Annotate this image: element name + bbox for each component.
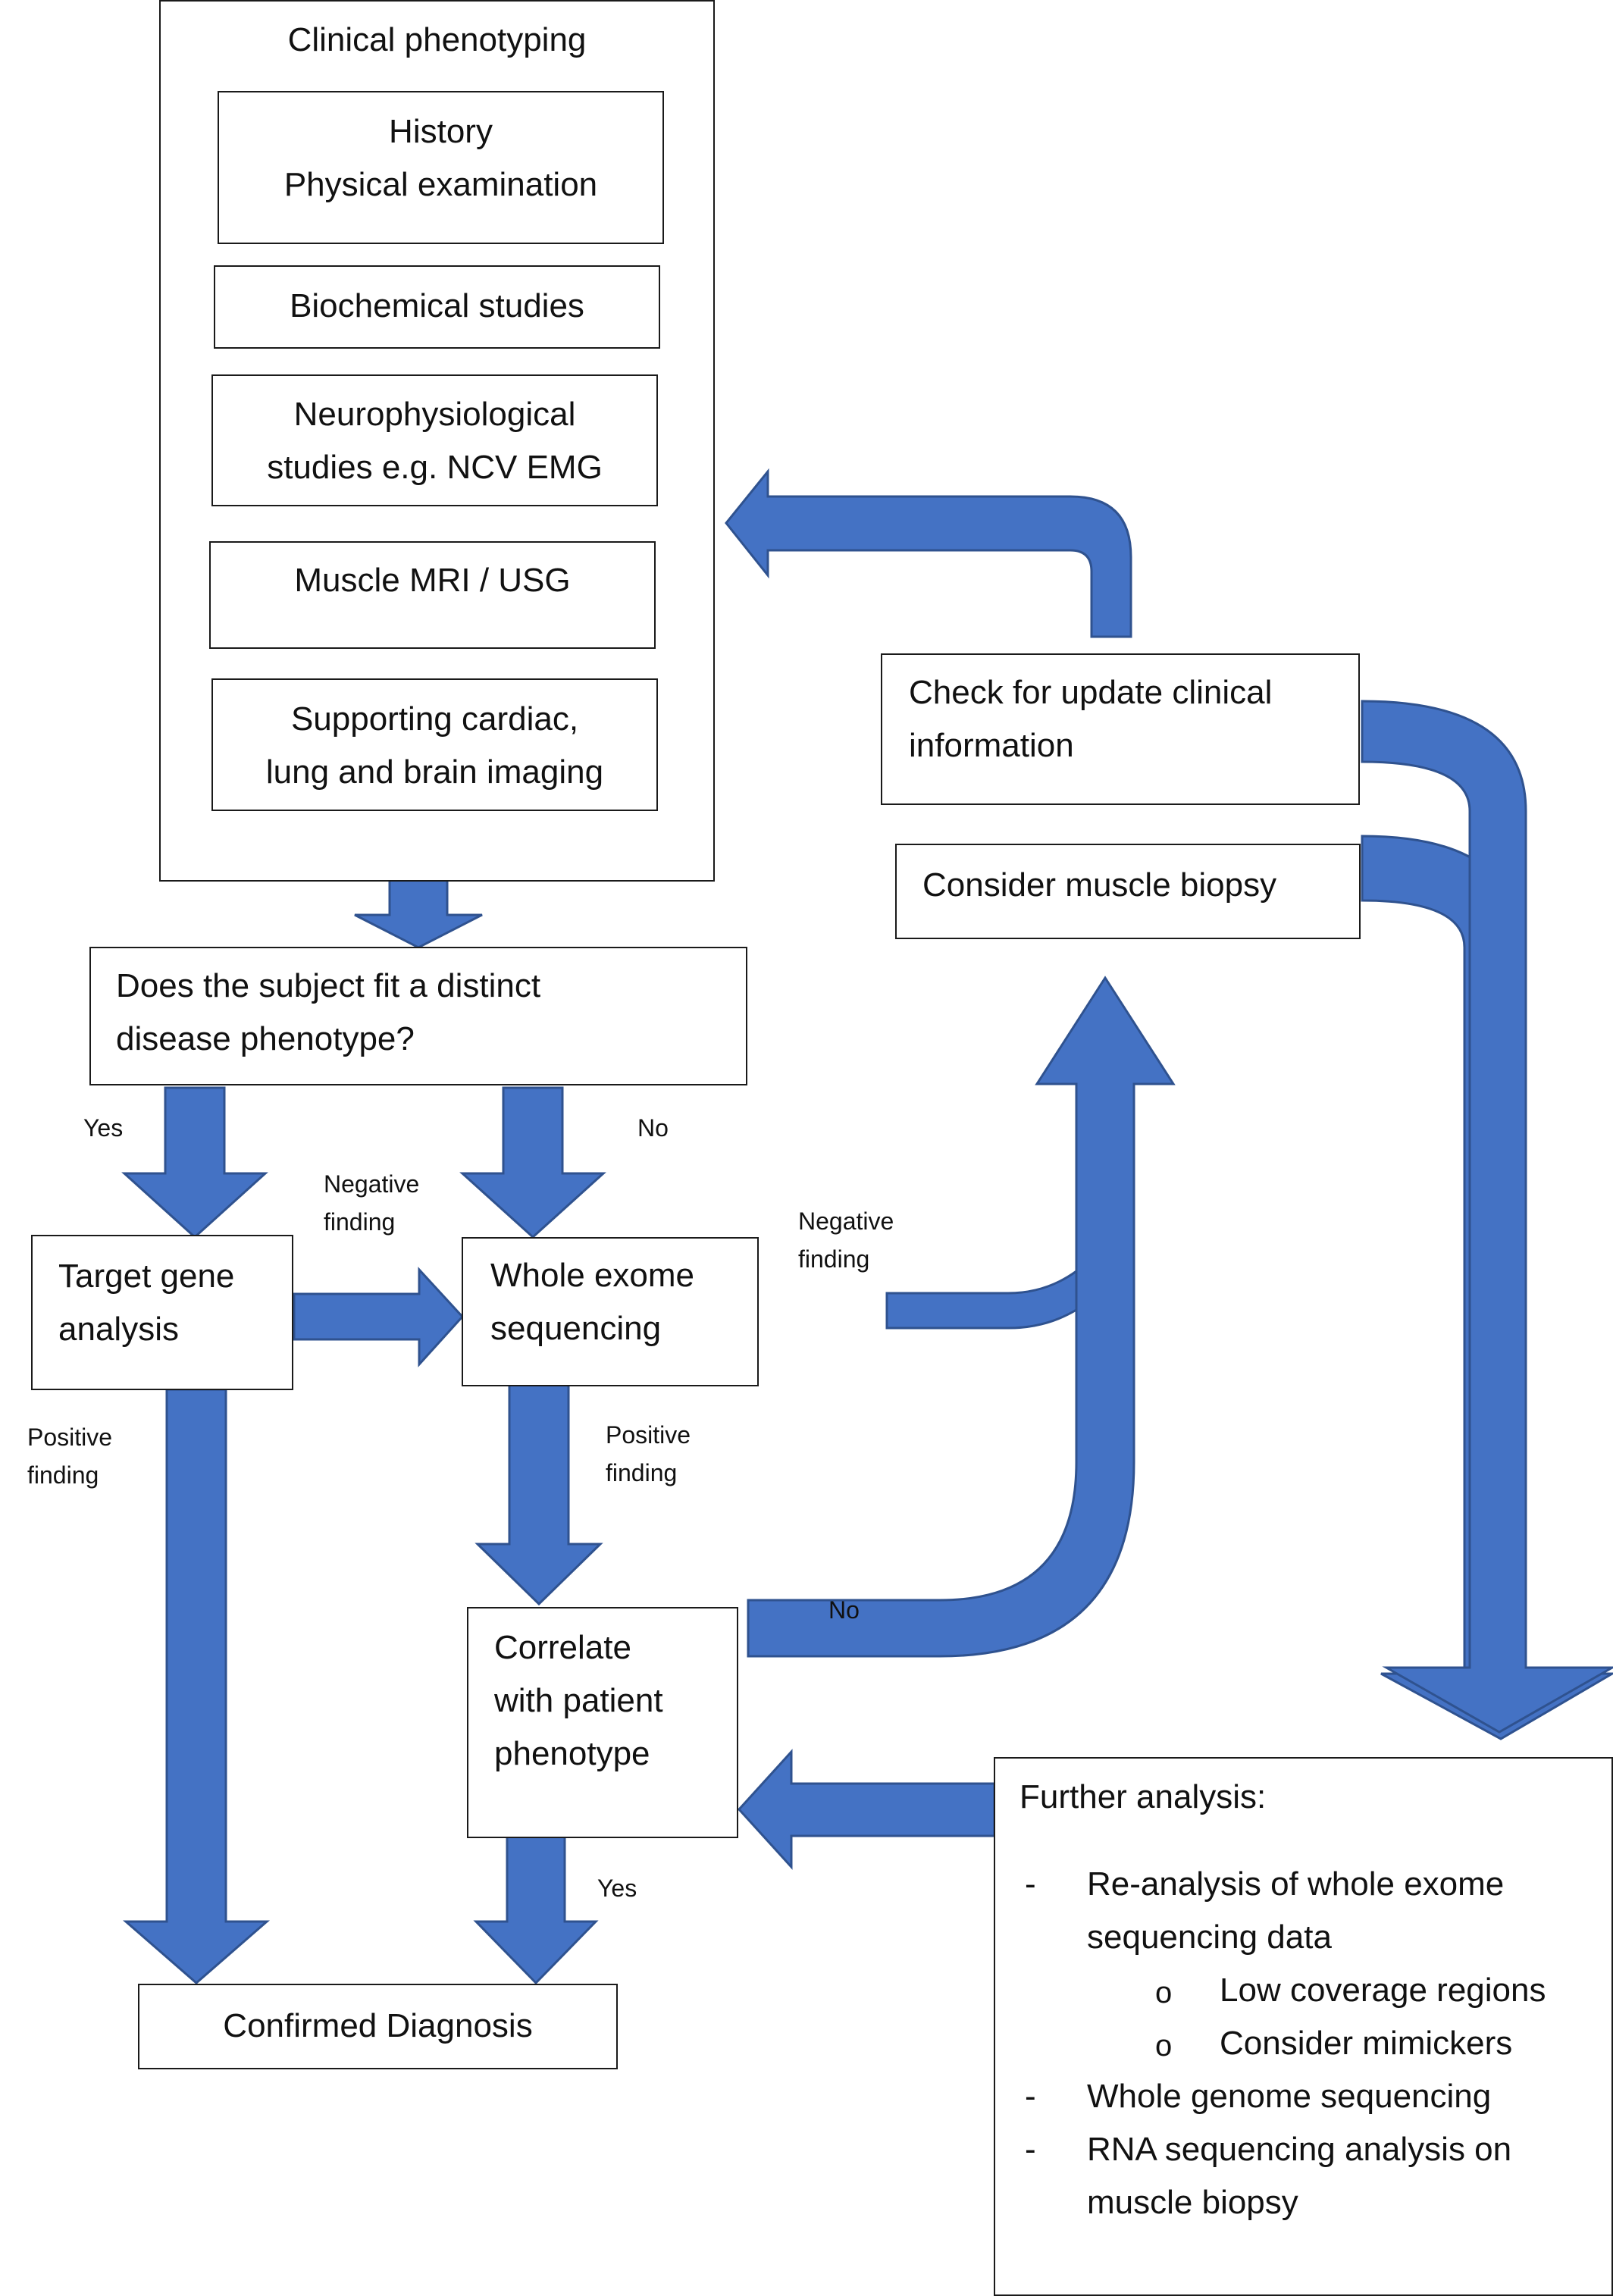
arrow-check-to-further (1361, 700, 1613, 1734)
further-dash-3: - (1025, 2131, 1036, 2168)
whole-genome-sequencing: Whole genome sequencing (1087, 2078, 1492, 2115)
positive-finding-label-target-1: Positive (27, 1424, 113, 1451)
supporting-imaging-label-1: Supporting cardiac, (290, 700, 579, 738)
arrow-wes-negative-to-biopsy (885, 1269, 1078, 1330)
phenotype-question-line-1: Does the subject fit a distinct (116, 967, 541, 1004)
reanalysis-line-2: sequencing data (1087, 1919, 1332, 1956)
physical-exam-label: Physical examination (283, 166, 598, 203)
biochemical-label: Biochemical studies (290, 287, 584, 324)
supporting-imaging-label-2: lung and brain imaging (265, 753, 604, 791)
arrow-wes-to-correlate (475, 1383, 603, 1606)
correlate-line-2: with patient (494, 1682, 663, 1719)
arrow-check-to-clinical (725, 468, 1132, 638)
no-label-question: No (637, 1114, 669, 1142)
low-coverage-regions: Low coverage regions (1220, 1972, 1546, 2009)
sub-bullet-2: o (1155, 2029, 1173, 2063)
rna-sequencing-line-1: RNA sequencing analysis on (1087, 2131, 1512, 2168)
confirmed-diagnosis-label: Confirmed Diagnosis (223, 2007, 533, 2044)
arrow-question-to-target (121, 1086, 268, 1239)
yes-label-question: Yes (83, 1114, 124, 1142)
biochemical-box (214, 265, 660, 349)
phenotype-question-line-2: disease phenotype? (116, 1020, 415, 1057)
muscle-biopsy-label: Consider muscle biopsy (922, 866, 1277, 904)
correlate-line-3: phenotype (494, 1735, 650, 1772)
no-label-correlate: No (828, 1596, 860, 1624)
arrow-correlate-no-to-biopsy (747, 976, 1176, 1658)
target-gene-analysis-line-1: Target gene (58, 1258, 235, 1295)
check-clinical-info-line-2: information (909, 727, 1074, 764)
muscle-mri-label: Muscle MRI / USG (294, 562, 571, 599)
neurophysiology-box (211, 374, 658, 506)
correlate-phenotype-box (467, 1607, 738, 1838)
history-label: History (389, 113, 493, 150)
sub-bullet-1: o (1155, 1976, 1173, 2009)
negative-finding-label-target-2: finding (324, 1208, 396, 1236)
correlate-line-1: Correlate (494, 1629, 631, 1666)
further-analysis-box (994, 1757, 1613, 2296)
rna-sequencing-line-2: muscle biopsy (1087, 2184, 1298, 2221)
arrow-further-to-correlate (737, 1749, 996, 1870)
arrow-correlate-to-confirmed (473, 1834, 599, 1985)
further-dash-2: - (1025, 2078, 1036, 2115)
phenotype-question-box (89, 947, 747, 1085)
further-analysis-title: Further analysis: (1019, 1778, 1267, 1815)
positive-finding-label-wes-1: Positive (606, 1421, 691, 1449)
positive-finding-label-wes-2: finding (606, 1459, 678, 1486)
whole-exome-sequencing-box (462, 1237, 759, 1386)
consider-mimickers: Consider mimickers (1220, 2025, 1513, 2062)
target-gene-analysis-line-2: analysis (58, 1311, 179, 1348)
arrow-target-to-confirmed (122, 1388, 271, 1984)
clinical-phenotyping-title: Clinical phenotyping (287, 21, 587, 58)
further-dash-1: - (1025, 1865, 1036, 1903)
negative-finding-label-wes-1: Negative (798, 1208, 894, 1235)
check-clinical-info-line-1: Check for update clinical (909, 674, 1273, 711)
target-gene-analysis-box (31, 1235, 293, 1390)
arrow-target-to-wes (293, 1267, 465, 1367)
supporting-imaging-box (211, 678, 658, 811)
arrow-question-to-wes (459, 1086, 606, 1239)
muscle-biopsy-box (895, 844, 1361, 939)
positive-finding-label-target-2: finding (27, 1461, 99, 1489)
check-clinical-info-box (881, 653, 1360, 805)
muscle-mri-box (209, 541, 656, 649)
reanalysis-line-1: Re-analysis of whole exome (1087, 1865, 1505, 1903)
whole-exome-sequencing-line-2: sequencing (490, 1310, 662, 1347)
arrow-clinical-to-question (354, 878, 483, 949)
confirmed-diagnosis-box (138, 1984, 618, 2069)
neurophysiology-label-1: Neurophysiological (293, 396, 576, 433)
negative-finding-label-target-1: Negative (324, 1170, 420, 1198)
negative-finding-label-wes-2: finding (798, 1245, 870, 1273)
yes-label-correlate: Yes (597, 1875, 637, 1902)
whole-exome-sequencing-line-1: Whole exome (490, 1257, 695, 1294)
history-exam-box (218, 91, 664, 244)
neurophysiology-label-2: studies e.g. NCV EMG (267, 449, 603, 486)
